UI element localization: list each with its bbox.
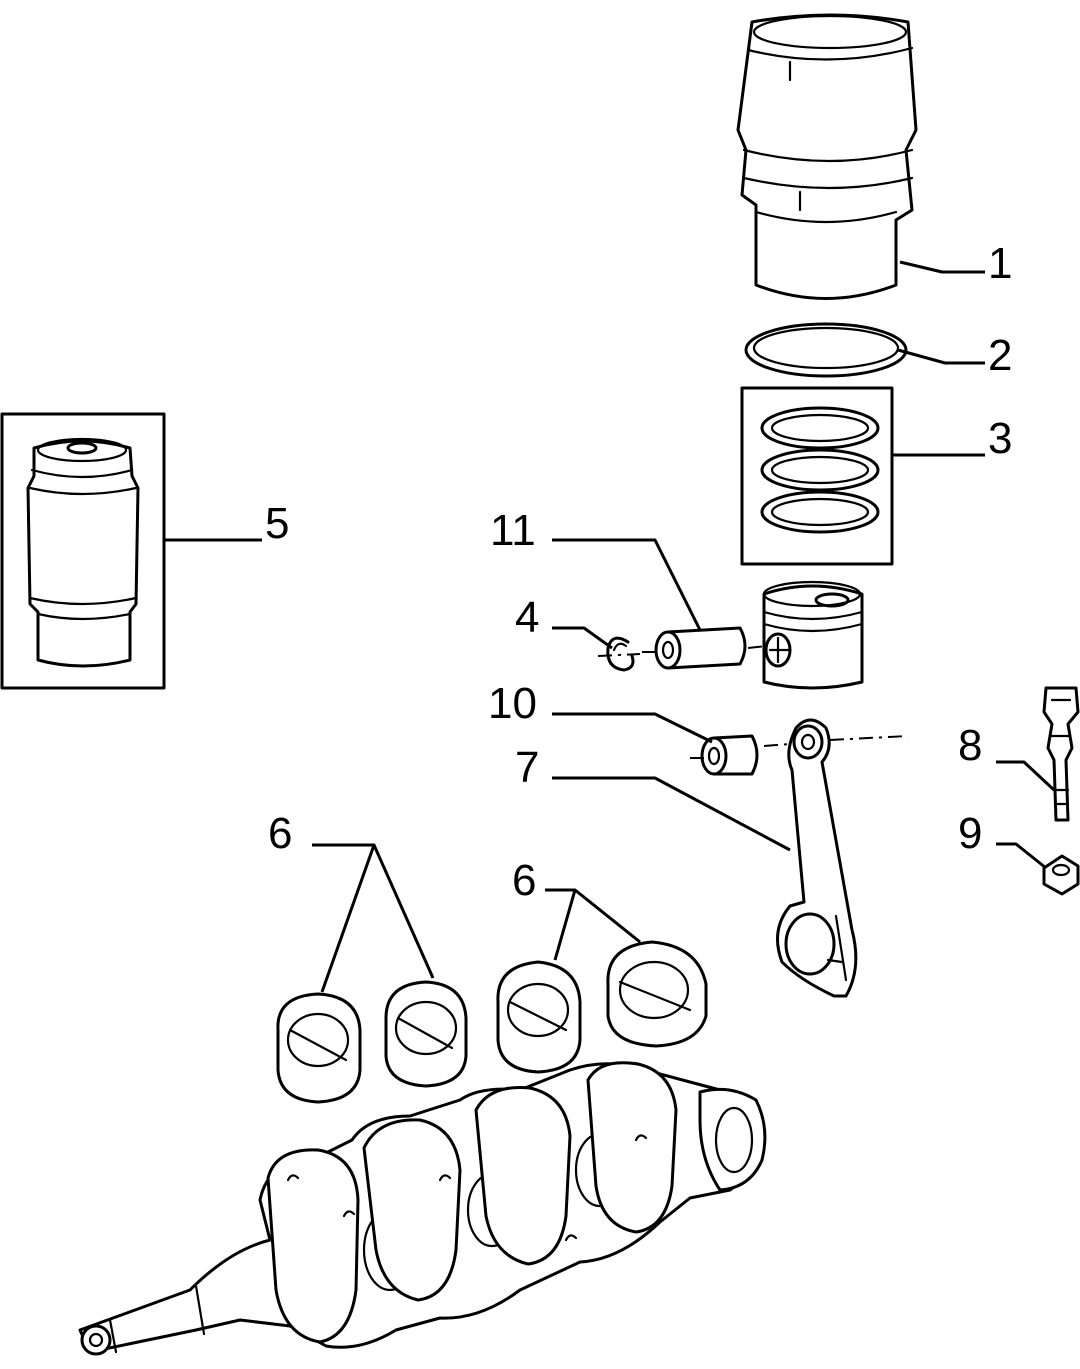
part-11-piston-pin bbox=[642, 626, 767, 670]
bearing-shell-3 bbox=[496, 960, 582, 1074]
callout-6-right: 6 bbox=[512, 856, 536, 905]
leader-9 bbox=[996, 842, 1047, 870]
callout-10: 10 bbox=[488, 679, 537, 728]
callout-9: 9 bbox=[958, 809, 982, 858]
leader-2 bbox=[897, 348, 985, 365]
part-9-nut bbox=[1042, 854, 1080, 896]
part-3-ring-set bbox=[740, 386, 894, 566]
leader-8 bbox=[996, 760, 1056, 792]
leader-1 bbox=[899, 260, 985, 274]
piston bbox=[762, 580, 864, 690]
callout-5: 5 bbox=[265, 499, 289, 548]
callout-4: 4 bbox=[515, 593, 539, 642]
callout-6-left: 6 bbox=[268, 809, 292, 858]
callout-2: 2 bbox=[988, 331, 1012, 380]
leader-6a bbox=[312, 843, 435, 993]
leader-11 bbox=[552, 538, 702, 631]
leader-7 bbox=[552, 776, 791, 852]
part-1-cylinder-liner bbox=[736, 13, 918, 300]
callout-11: 11 bbox=[490, 506, 536, 555]
part-8-bolt bbox=[1042, 686, 1080, 822]
leader-4 bbox=[552, 626, 613, 650]
bearing-shell-1 bbox=[276, 992, 362, 1104]
leader-lines bbox=[164, 260, 1056, 993]
part-6-bearing-shells bbox=[276, 940, 708, 1104]
part-2-ring bbox=[744, 322, 908, 378]
callout-3: 3 bbox=[988, 414, 1012, 463]
part-5-liner-kit bbox=[0, 412, 166, 690]
callout-7: 7 bbox=[515, 743, 539, 792]
bearing-shell-2 bbox=[384, 980, 468, 1088]
callout-numbers: 1 2 3 5 11 4 10 7 8 9 6 6 bbox=[265, 239, 1012, 905]
leader-6b bbox=[545, 888, 641, 961]
leader-10 bbox=[552, 712, 713, 744]
part-7-connecting-rod bbox=[763, 718, 909, 998]
part-4-circlip bbox=[597, 636, 641, 672]
callout-1: 1 bbox=[988, 239, 1012, 288]
part-10-bush bbox=[690, 734, 759, 776]
crankshaft bbox=[78, 1061, 767, 1356]
bearing-shell-4 bbox=[606, 940, 708, 1048]
callout-8: 8 bbox=[958, 721, 982, 770]
